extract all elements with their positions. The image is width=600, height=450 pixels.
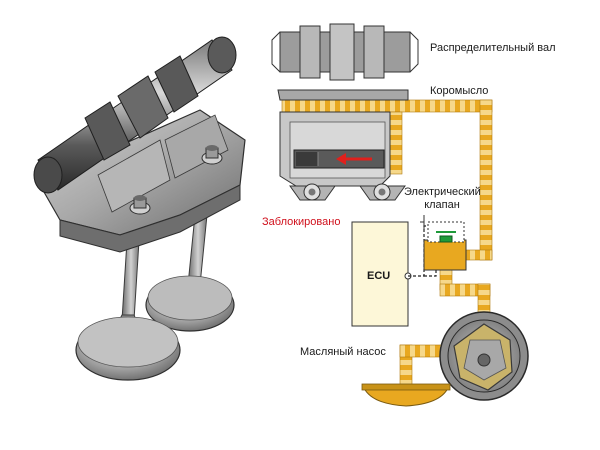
camshaft-section	[271, 23, 419, 81]
label-locked: Заблокировано	[262, 216, 341, 228]
oil-pump	[439, 311, 529, 401]
rocker-lug-left	[289, 183, 336, 201]
ecu-box	[351, 221, 412, 327]
label-solenoid-valve: Электрический клапан	[404, 186, 481, 212]
label-solenoid-valve-line2: клапан	[424, 199, 460, 211]
label-camshaft: Распределительный вал	[430, 42, 556, 54]
oil-sump	[361, 383, 451, 407]
cam-lobe-2	[117, 75, 169, 139]
label-rocker-arm: Коромысло	[430, 85, 489, 97]
rocker-arm-section	[277, 89, 409, 201]
rocker-assembly-illustration	[33, 36, 246, 381]
cam-lobe-1	[84, 101, 131, 161]
rocker-lug-right	[359, 183, 406, 201]
solenoid-valve	[420, 215, 467, 271]
cam-lobe-3	[154, 55, 199, 113]
camshaft-illustration	[33, 36, 237, 194]
pin-direction-arrow	[336, 153, 372, 165]
label-ecu: ECU	[367, 270, 391, 282]
adjuster-bolt-left	[129, 195, 151, 215]
label-oil-pump: Масляный насос	[300, 346, 386, 358]
label-solenoid-valve-line1: Электрический	[404, 186, 481, 198]
adjuster-bolt-right	[201, 145, 223, 165]
